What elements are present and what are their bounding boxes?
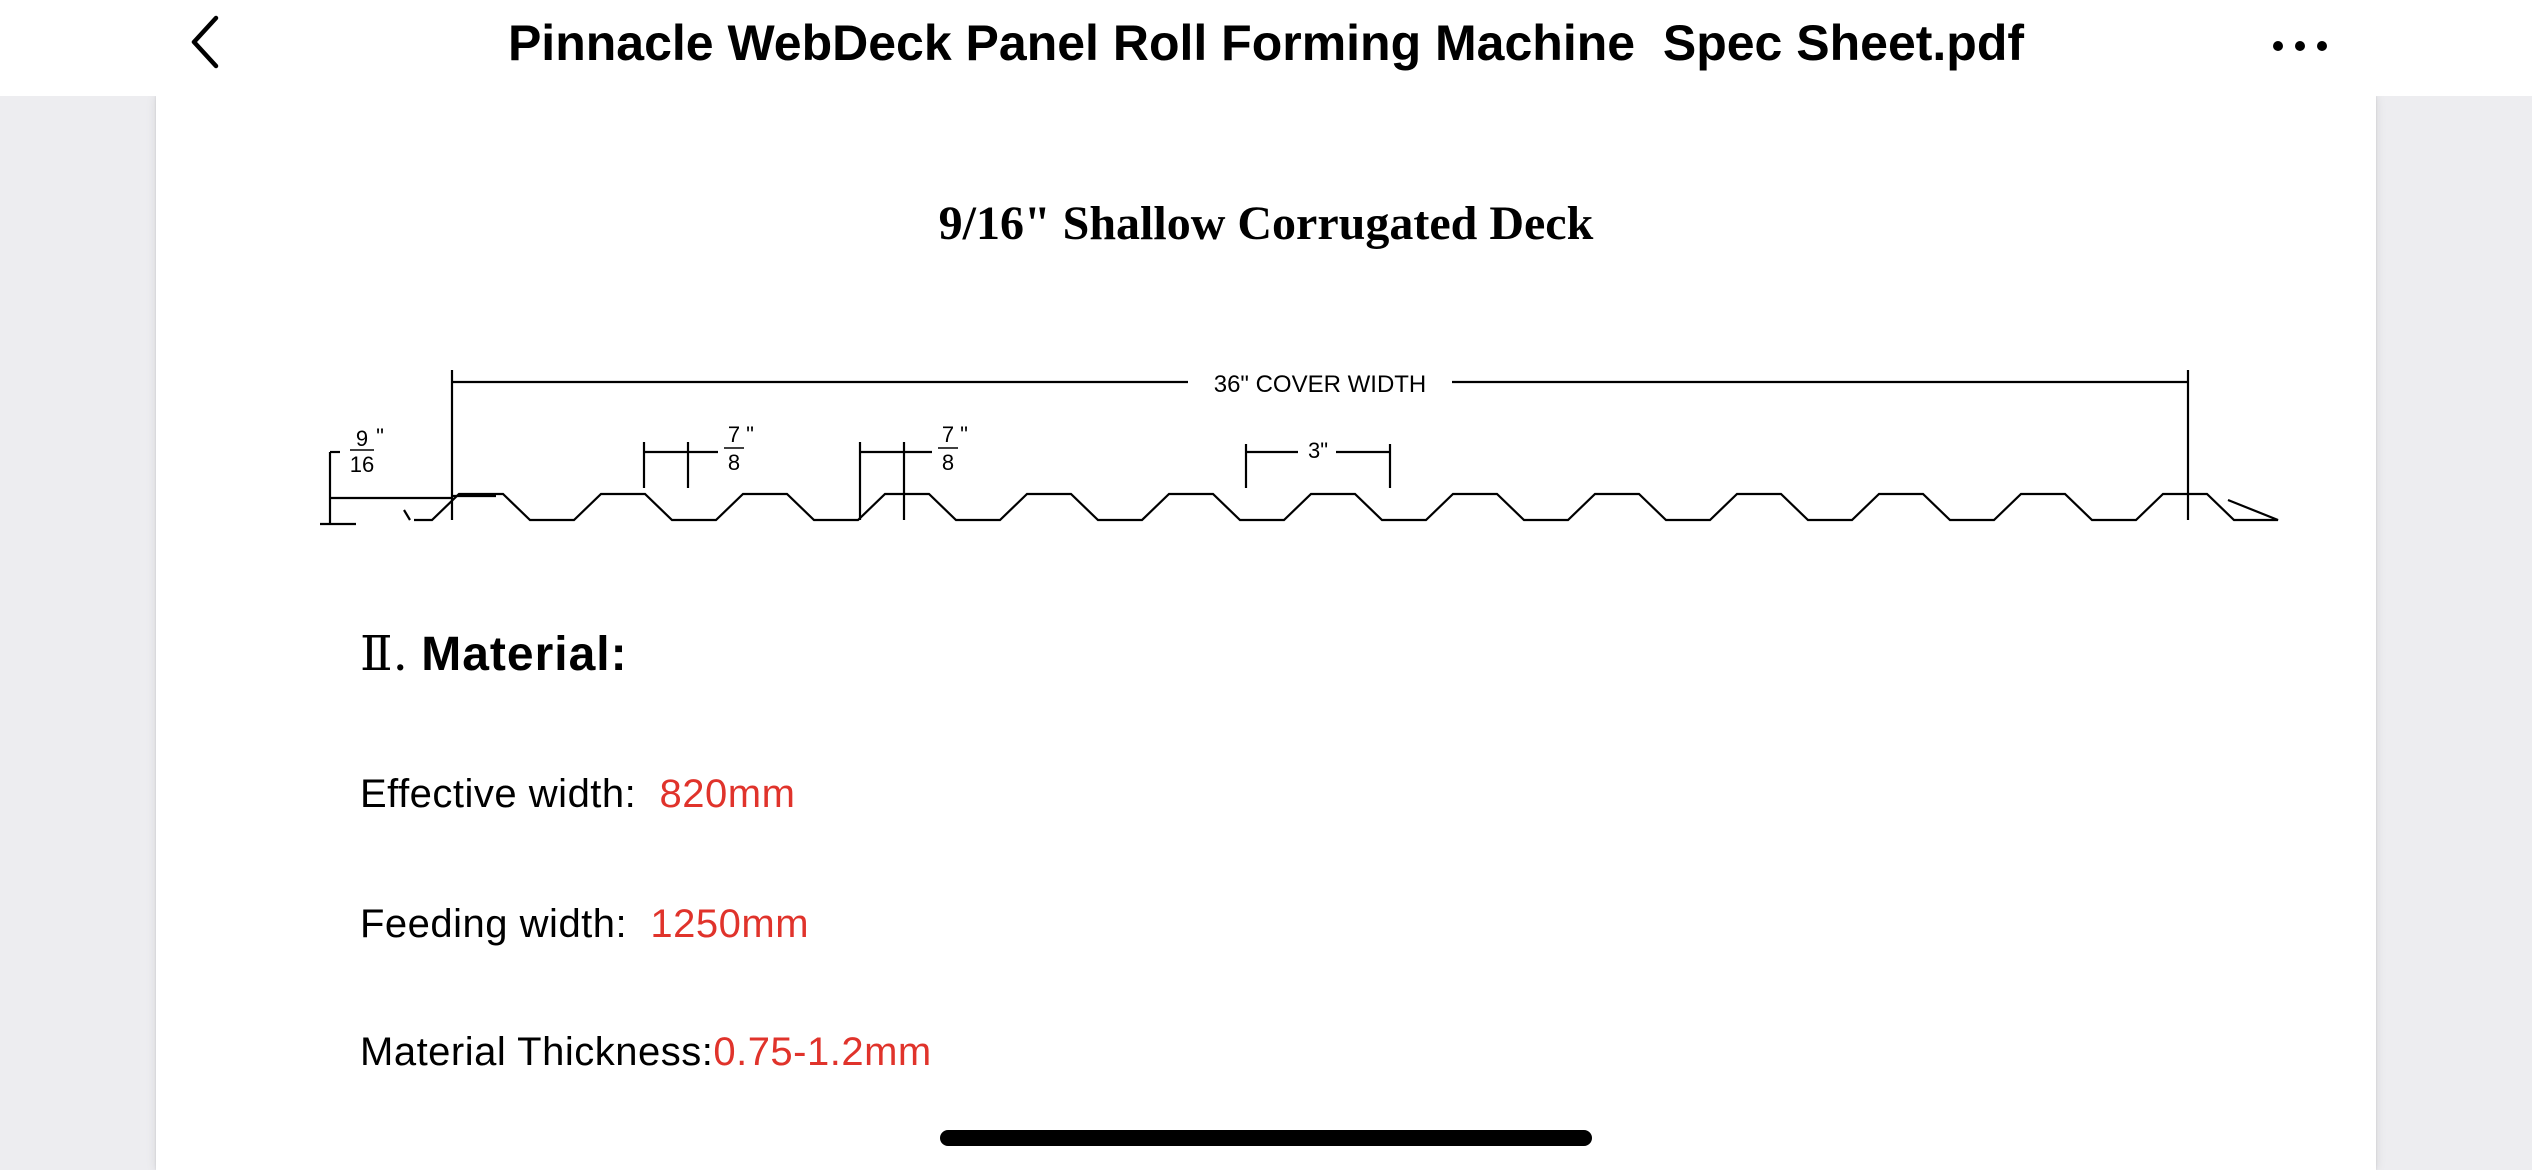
back-button[interactable]	[176, 6, 236, 78]
document-title: Pinnacle WebDeck Panel Roll Forming Mach…	[507, 15, 2025, 71]
spec-effective-width: Effective width: 820mm	[360, 772, 795, 817]
profile-lip	[403, 509, 411, 521]
rib-label-2-numerator: 7	[942, 422, 954, 447]
section-title: Material:	[421, 628, 628, 681]
more-options-button[interactable]	[2260, 14, 2340, 78]
deck-title: 9/16" Shallow Corrugated Deck	[938, 197, 1594, 250]
chevron-left-icon	[191, 15, 219, 69]
top-navigation-bar: Pinnacle WebDeck Panel Roll Forming Mach…	[0, 0, 2532, 96]
cover-width-label: 36" COVER WIDTH	[1214, 371, 1427, 398]
pitch-label: 3"	[1308, 438, 1328, 463]
rib-label-2-mark: "	[960, 422, 968, 447]
spec-value: 1250mm	[650, 902, 810, 946]
height-label-mark: "	[376, 424, 384, 449]
rib-label-2-denominator: 8	[942, 450, 954, 475]
spec-feeding-width: Feeding width: 1250mm	[360, 902, 809, 947]
ellipsis-icon	[2273, 41, 2327, 51]
home-indicator[interactable]	[940, 1130, 1592, 1146]
deck-profile-drawing: 36" COVER WIDTH 9 16 " 7 8 " 7 8 " 3"	[320, 370, 2279, 526]
pdf-page[interactable]: 9/16" Shallow Corrugated Deck	[156, 96, 2376, 1170]
spec-value: 820mm	[659, 772, 796, 816]
spec-label: Effective width:	[360, 772, 660, 816]
spec-value: 0.75-1.2mm	[713, 1030, 932, 1074]
section-heading: Ⅱ. Material:	[360, 626, 628, 682]
spec-label: Feeding width:	[360, 902, 651, 946]
rib-label-1-numerator: 7	[728, 422, 740, 447]
section-numeral: Ⅱ.	[360, 626, 408, 682]
height-label-numerator: 9	[356, 426, 368, 451]
rib-label-1-denominator: 8	[728, 450, 740, 475]
spec-material-thickness: Material Thickness:0.75-1.2mm	[360, 1030, 932, 1075]
height-label-denominator: 16	[350, 452, 374, 477]
corrugated-profile-line	[414, 492, 2279, 522]
spec-label: Material Thickness:	[360, 1030, 714, 1074]
rib-label-1-mark: "	[746, 422, 754, 447]
